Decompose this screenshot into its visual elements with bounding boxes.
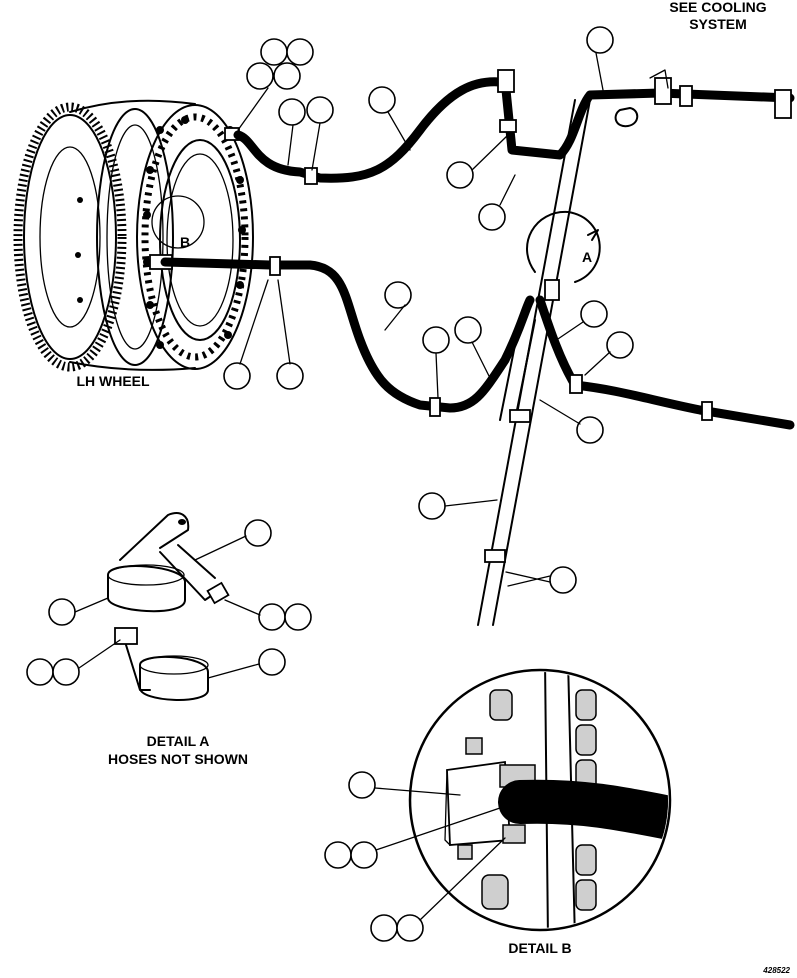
detail-a-drawing	[26, 512, 312, 701]
hose-assemblies	[160, 69, 795, 626]
hoses-not-shown-label: HOSES NOT SHOWN	[108, 751, 248, 767]
lh-wheel-drawing	[13, 99, 254, 372]
detail-b-label: DETAIL B	[508, 940, 571, 956]
lh-wheel-label: LH WHEEL	[76, 373, 150, 389]
system-label: SYSTEM	[689, 16, 747, 32]
detail-b-drawing	[324, 668, 672, 942]
callout-bubbles	[223, 26, 634, 594]
view-b-letter: B	[180, 234, 190, 250]
view-a-letter: A	[582, 249, 592, 265]
figure-number: 428522	[762, 966, 790, 975]
see-cooling-label: SEE COOLING	[669, 0, 766, 15]
detail-a-label: DETAIL A	[147, 733, 210, 749]
detail-a-locator: A	[526, 210, 601, 283]
